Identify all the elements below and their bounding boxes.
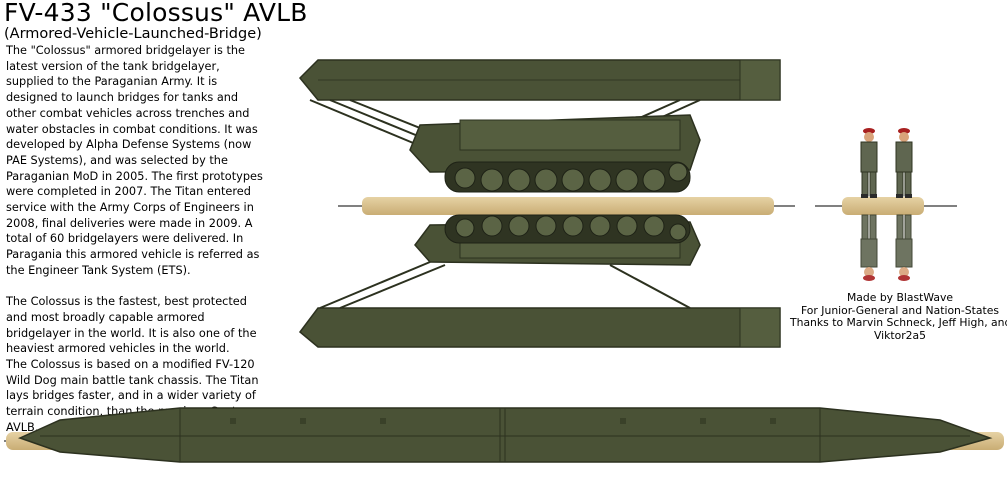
scale-figures	[815, 128, 957, 281]
soldier-figure	[860, 128, 878, 198]
page-subtitle: (Armored-Vehicle-Launched-Bridge)	[4, 26, 262, 42]
bridge-deck-reflection	[298, 307, 781, 348]
description: The "Colossus" armored bridgelayer is th…	[6, 43, 268, 436]
ground-strip	[362, 197, 774, 215]
soldier-figure	[895, 128, 913, 198]
credit-author: Made by BlastWave	[846, 291, 954, 304]
ground-strip-figures	[842, 197, 924, 215]
description-paragraph-1: The "Colossus" armored bridgelayer is th…	[6, 44, 263, 277]
page-title: FV-433 "Colossus" AVLB	[4, 0, 308, 27]
side-view-bridge-raised	[298, 59, 795, 215]
credit-for: For Junior-General and Nation-States	[800, 303, 1000, 317]
credit-thanks-1: Thanks to Marvin Schneck, Jeff High, and	[790, 316, 1007, 329]
soldier-figure-reflection	[860, 214, 913, 281]
side-view-reflection	[298, 214, 781, 348]
deployed-bridge	[4, 407, 1004, 463]
description-paragraph-2: The Colossus is the fastest, best protec…	[6, 295, 257, 356]
credit-thanks-2: Viktor2a5	[873, 328, 927, 342]
description-paragraph-3: The Colossus is based on a modified FV-1…	[6, 358, 259, 434]
credits: Made by BlastWave For Junior-General and…	[790, 291, 1007, 342]
